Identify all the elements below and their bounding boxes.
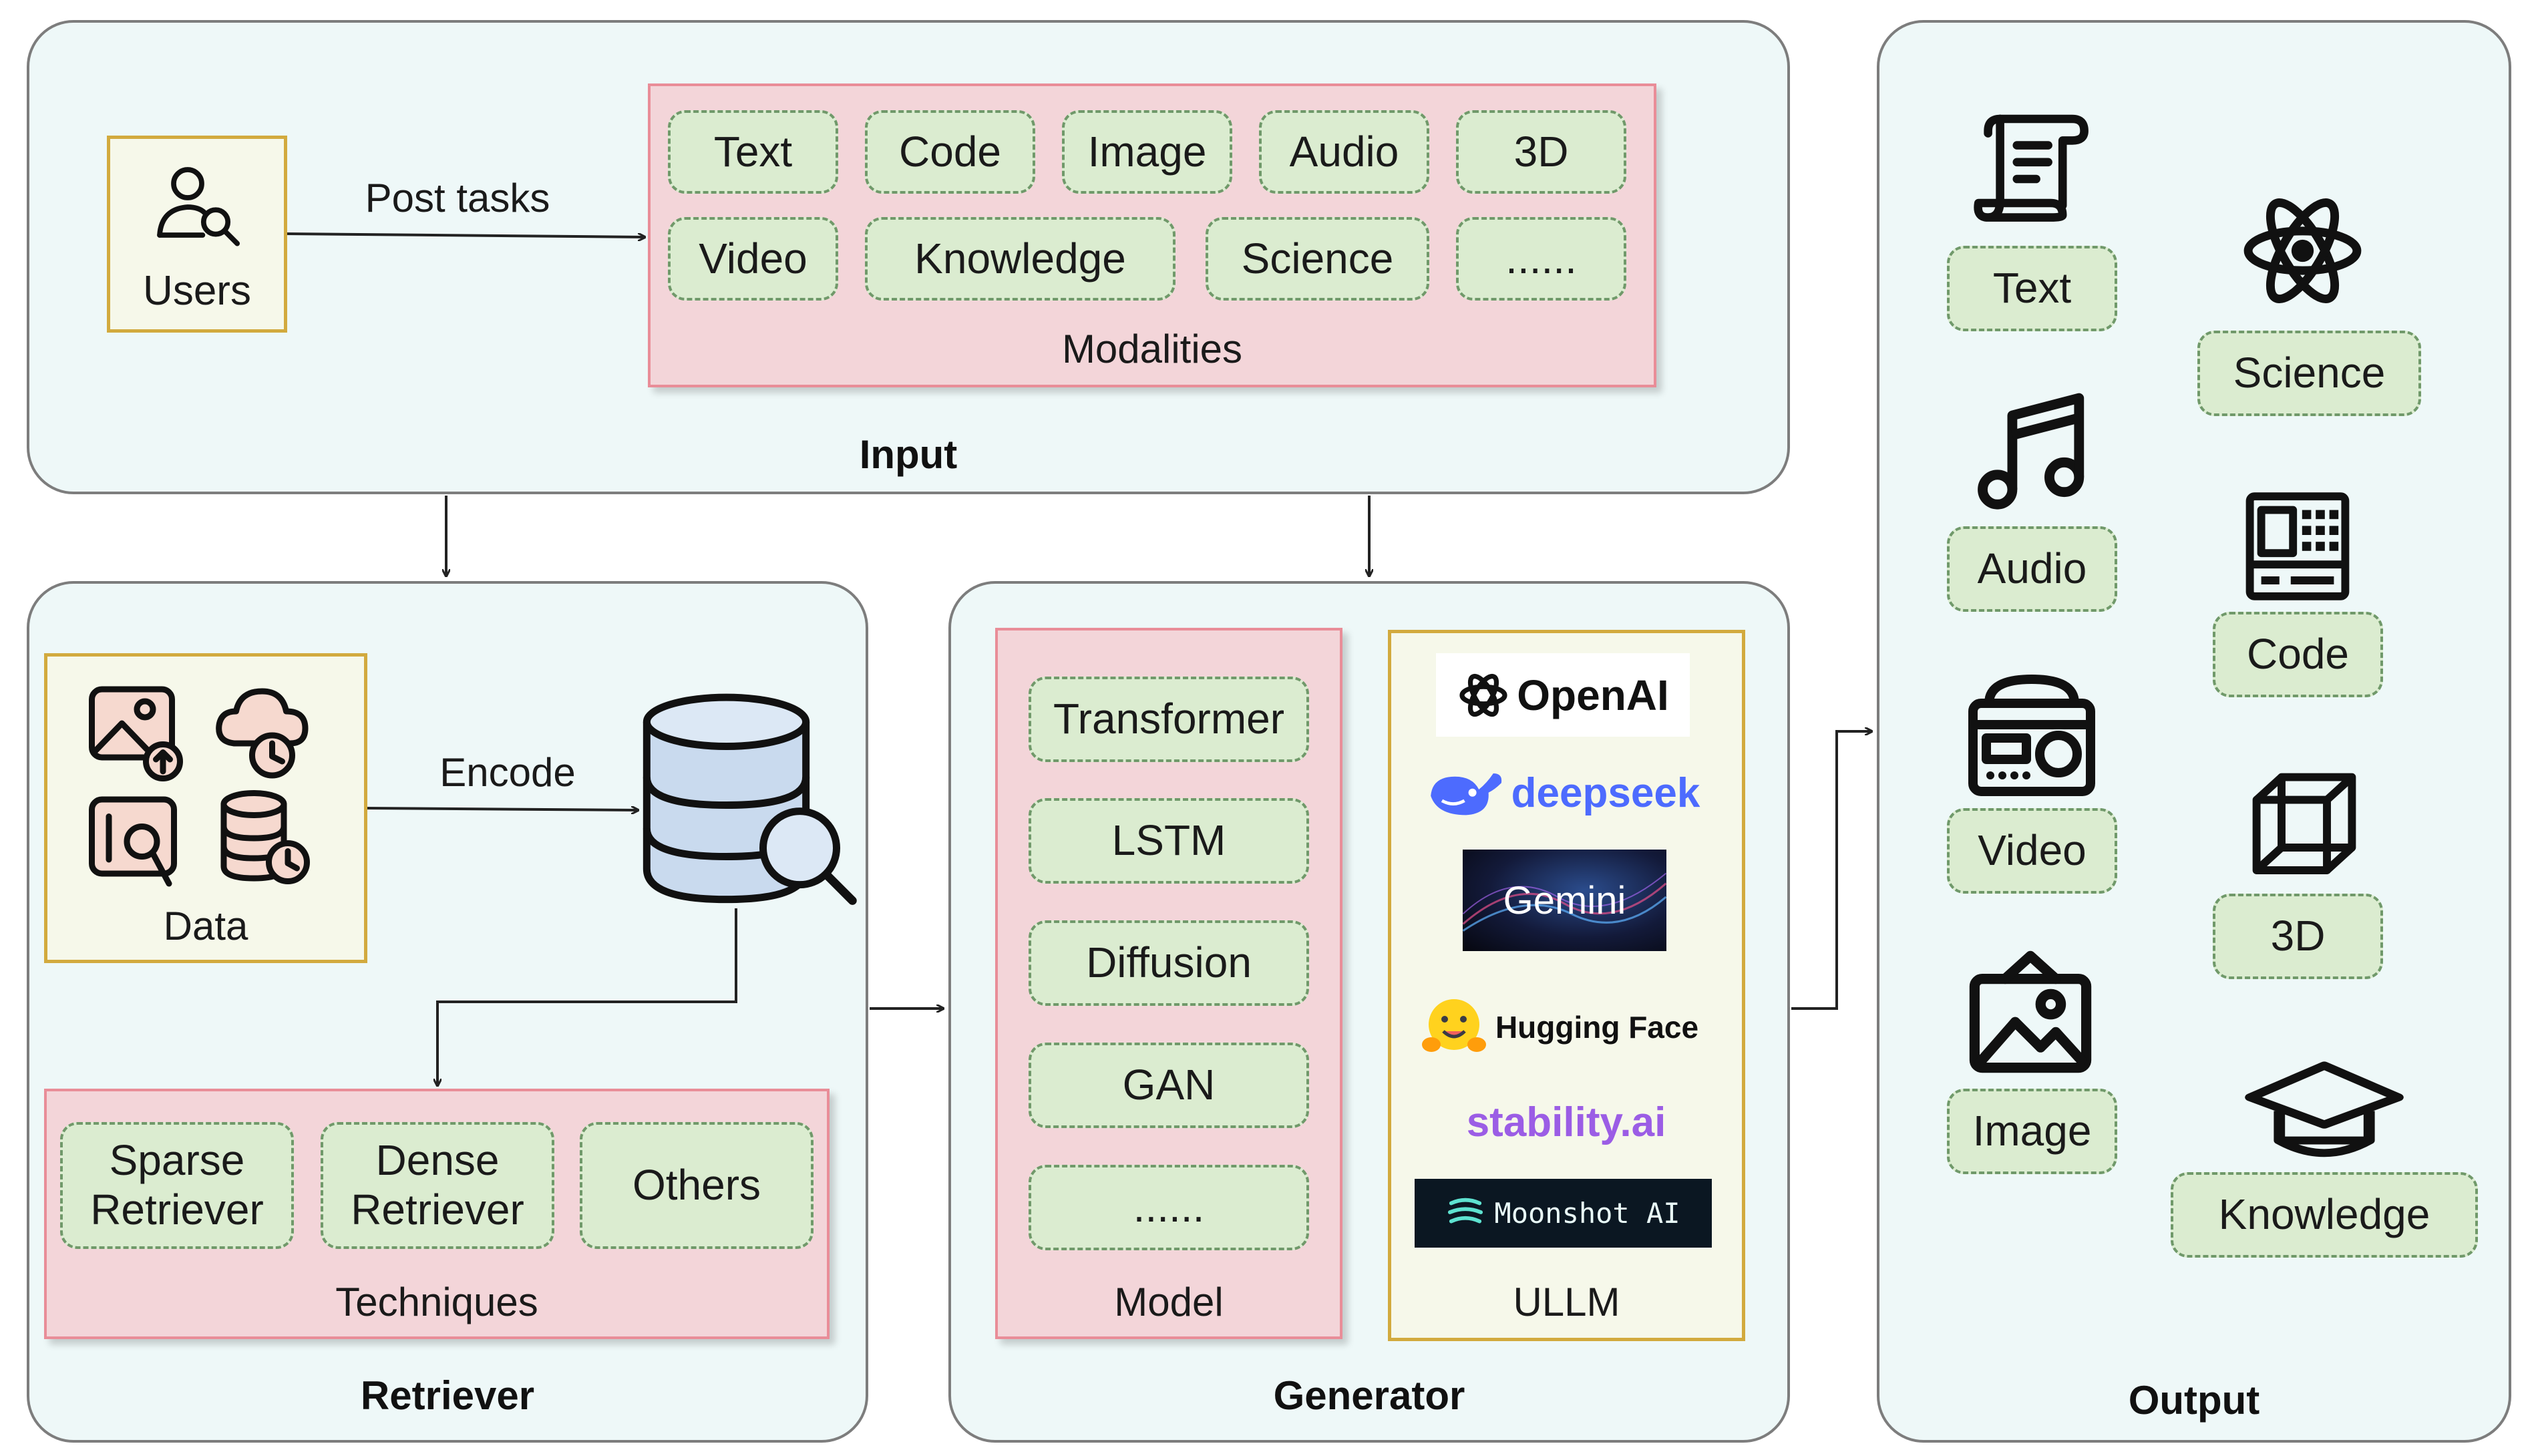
stability-text: stability.ai <box>1466 1099 1666 1145</box>
user-search-icon <box>157 167 240 246</box>
modalities-title: Modalities <box>1061 327 1243 371</box>
model-title: Model <box>1114 1280 1224 1324</box>
openai-icon <box>1459 673 1507 717</box>
gemini-text: Gemini <box>1503 878 1626 922</box>
radio-video-icon <box>1968 675 2095 796</box>
input-title: Input <box>859 432 958 477</box>
retriever-title: Retriever <box>360 1373 535 1418</box>
database-clock-icon <box>220 790 310 884</box>
moonshot-text: Moonshot AI <box>1494 1197 1680 1230</box>
model-transformer: Transformer <box>1029 677 1309 762</box>
scroll-document-icon <box>1974 114 2089 222</box>
modality-knowledge: Knowledge <box>865 217 1175 301</box>
output-knowledge: Knowledge <box>2171 1172 2478 1258</box>
chart-search-icon <box>89 796 177 887</box>
image-upload-icon <box>89 686 183 781</box>
modality-3d: 3D <box>1456 110 1626 194</box>
deepseek-text: deepseek <box>1511 770 1700 816</box>
hugging-face-emoji-icon <box>1421 999 1486 1052</box>
post-tasks-label: Post tasks <box>365 176 550 220</box>
techniques-title: Techniques <box>335 1280 538 1324</box>
ullm-title: ULLM <box>1513 1280 1620 1324</box>
technique-dense: Dense Retriever <box>321 1122 554 1249</box>
output-audio: Audio <box>1947 526 2117 612</box>
model-gan: GAN <box>1029 1043 1309 1128</box>
model-diffusion: Diffusion <box>1029 920 1309 1006</box>
openai-logo: OpenAI <box>1436 653 1690 737</box>
output-image: Image <box>1947 1089 2117 1174</box>
cube-3d-icon <box>2252 773 2356 874</box>
modality-code: Code <box>865 110 1035 194</box>
database-search-icon <box>643 693 857 905</box>
huggingface-text: Hugging Face <box>1495 1010 1699 1045</box>
openai-text: OpenAI <box>1517 671 1669 719</box>
huggingface-logo: Hugging Face <box>1406 994 1713 1061</box>
moonshot-icon <box>1448 1198 1483 1223</box>
modality-image: Image <box>1062 110 1232 194</box>
modality-video: Video <box>668 217 838 301</box>
data-label: Data <box>163 904 248 948</box>
arrow-post-tasks <box>287 232 645 237</box>
gemini-logo: Gemini <box>1463 850 1666 951</box>
graduation-cap-icon <box>2245 1061 2404 1157</box>
cloud-clock-icon <box>216 688 309 779</box>
stability-logo: stability.ai <box>1429 1089 1703 1155</box>
moonshot-logo: Moonshot AI <box>1415 1179 1712 1248</box>
users-label: Users <box>143 268 251 314</box>
deepseek-logo: deepseek <box>1416 758 1710 828</box>
whale-icon <box>1430 773 1501 815</box>
modality-text: Text <box>668 110 838 194</box>
arrow-db-techniques <box>437 908 737 1085</box>
arrow-encode <box>367 808 638 810</box>
technique-sparse: Sparse Retriever <box>60 1122 294 1249</box>
model-more: ...... <box>1029 1165 1309 1250</box>
model-lstm: LSTM <box>1029 798 1309 884</box>
output-science: Science <box>2197 331 2421 416</box>
output-text: Text <box>1947 246 2117 331</box>
output-3d: 3D <box>2213 894 2383 979</box>
output-title: Output <box>2128 1378 2260 1423</box>
output-code: Code <box>2213 612 2383 697</box>
modality-science: Science <box>1206 217 1429 301</box>
code-terminal-icon <box>2245 492 2350 600</box>
modality-more: ...... <box>1456 217 1626 301</box>
music-note-icon <box>1978 393 2085 510</box>
generator-title: Generator <box>1273 1373 1465 1418</box>
output-video: Video <box>1947 808 2117 894</box>
atom-icon <box>2243 198 2362 304</box>
image-icon <box>1969 950 2092 1073</box>
technique-others: Others <box>580 1122 813 1249</box>
arrow-generator-output <box>1791 731 1871 1010</box>
encode-label: Encode <box>439 750 576 795</box>
modality-audio: Audio <box>1259 110 1429 194</box>
gemini-waves <box>1463 872 1666 932</box>
